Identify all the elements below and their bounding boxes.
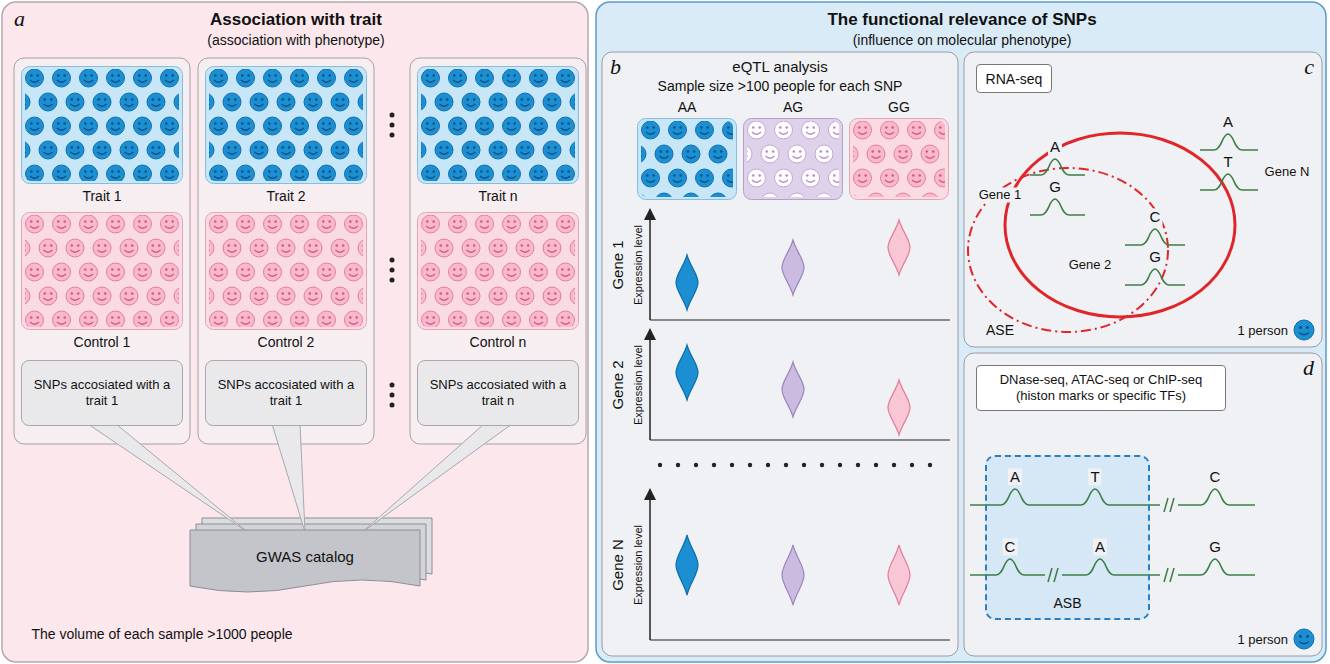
node-text: Control 2 xyxy=(205,334,367,351)
node-text: RNA-seq xyxy=(983,70,1045,87)
node-text: AG xyxy=(743,99,843,116)
node-text: b xyxy=(610,54,621,80)
snp-box: SNPs accosiated with a trait 1 xyxy=(205,360,367,426)
allele-label: G xyxy=(1047,178,1063,195)
allele-label: G xyxy=(1207,538,1223,555)
face-crowd xyxy=(21,66,183,184)
axis-label: Gene 1 xyxy=(609,240,626,289)
allele-label: C xyxy=(1148,208,1163,225)
allele-label: T xyxy=(1088,468,1101,485)
snp-box: SNPs accosiated with a trait 1 xyxy=(21,360,183,426)
face-crowd xyxy=(743,118,843,200)
genotype-group: AG xyxy=(743,118,843,200)
node-text: SNPs accosiated with a trait 1 xyxy=(28,377,176,408)
node-text: c xyxy=(1304,54,1314,80)
axis-label: Expression level xyxy=(632,345,645,425)
axis-label: Gene 2 xyxy=(609,360,626,409)
trait-group: Trait 1 xyxy=(21,66,183,184)
trait-group: Trait 2 xyxy=(205,66,367,184)
face-crowd xyxy=(417,212,579,330)
allele-label: A xyxy=(1008,468,1022,485)
subpanel: d 1 person DNase-seq, ATAC-seq or ChIP-seq… xyxy=(964,353,1324,656)
allele-label: Gene 1 xyxy=(977,188,1024,203)
node-text: GWAS catalog xyxy=(190,548,420,566)
callout-tail xyxy=(363,424,513,532)
subpanel: beQTL analysisSample size >100 people fo… xyxy=(602,52,958,656)
control-group: Control 2 xyxy=(205,212,367,330)
node-text: a xyxy=(14,6,25,32)
node-text: SNPs accosiated with a trait n xyxy=(424,377,572,408)
node-text: Association with trait xyxy=(2,10,590,30)
trait-group: Trait n xyxy=(417,66,579,184)
node-text: d xyxy=(1303,355,1314,381)
snp-box: SNPs accosiated with a trait n xyxy=(417,360,579,426)
node-text: Sample size >100 people for each SNP xyxy=(602,78,958,95)
allele-label: Gene N xyxy=(1263,165,1312,180)
method-box: RNA-seq xyxy=(976,64,1052,93)
panel: The functional relevance of SNPs (influen… xyxy=(596,2,1328,662)
node-text: 1 person xyxy=(1237,632,1288,648)
method-box: DNase-seq, ATAC-seq or ChIP-seq (histon … xyxy=(976,365,1226,411)
catalog-box: GWAS catalog xyxy=(190,530,420,594)
allele-label: A xyxy=(1221,113,1235,130)
axis-label: Expression level xyxy=(632,225,645,305)
axis-label: Expression level xyxy=(632,525,645,605)
node-text: Trait 2 xyxy=(205,188,367,205)
node-text: DNase-seq, ATAC-seq or ChIP-seq (histon … xyxy=(983,372,1219,403)
face-crowd xyxy=(417,66,579,184)
callout-tail xyxy=(88,424,248,532)
allele-label: T xyxy=(1221,153,1234,170)
node-text: 1 person xyxy=(1237,323,1288,339)
node-text: SNPs accosiated with a trait 1 xyxy=(212,377,360,408)
node-text: Trait 1 xyxy=(21,188,183,205)
node-text: AA xyxy=(637,99,737,116)
allele-label: ASE xyxy=(984,322,1016,338)
allele-label: C xyxy=(1208,468,1223,485)
allele-label: C xyxy=(1003,538,1018,555)
allele-label: A xyxy=(1093,538,1107,555)
node-text: ASB xyxy=(987,595,1148,612)
node-text: (influence on molecular phenotype) xyxy=(596,32,1328,49)
panel: aAssociation with trait (association with… xyxy=(2,2,590,662)
node-text: eQTL analysis xyxy=(602,58,958,76)
face-crowd xyxy=(21,212,183,330)
node-text: The functional relevance of SNPs xyxy=(596,10,1328,30)
node-text: Control n xyxy=(417,334,579,351)
node-text: (association with phenotype) xyxy=(2,32,590,49)
face-crowd xyxy=(205,212,367,330)
genotype-group: GG xyxy=(849,118,949,200)
node-text: GG xyxy=(849,99,949,116)
face-crowd xyxy=(637,118,737,200)
face-crowd xyxy=(849,118,949,200)
allele-label: Gene 2 xyxy=(1067,258,1114,273)
allele-label: G xyxy=(1147,248,1163,265)
control-group: Control 1 xyxy=(21,212,183,330)
note: The volume of each sample >1000 people xyxy=(31,626,292,642)
genotype-group: AA xyxy=(637,118,737,200)
face-crowd xyxy=(205,66,367,184)
node-text: Trait n xyxy=(417,188,579,205)
callout-tail xyxy=(272,424,305,532)
axis-label: Gene N xyxy=(609,539,626,591)
node-text: Control 1 xyxy=(21,334,183,351)
control-group: Control n xyxy=(417,212,579,330)
allele-label: A xyxy=(1048,138,1062,155)
